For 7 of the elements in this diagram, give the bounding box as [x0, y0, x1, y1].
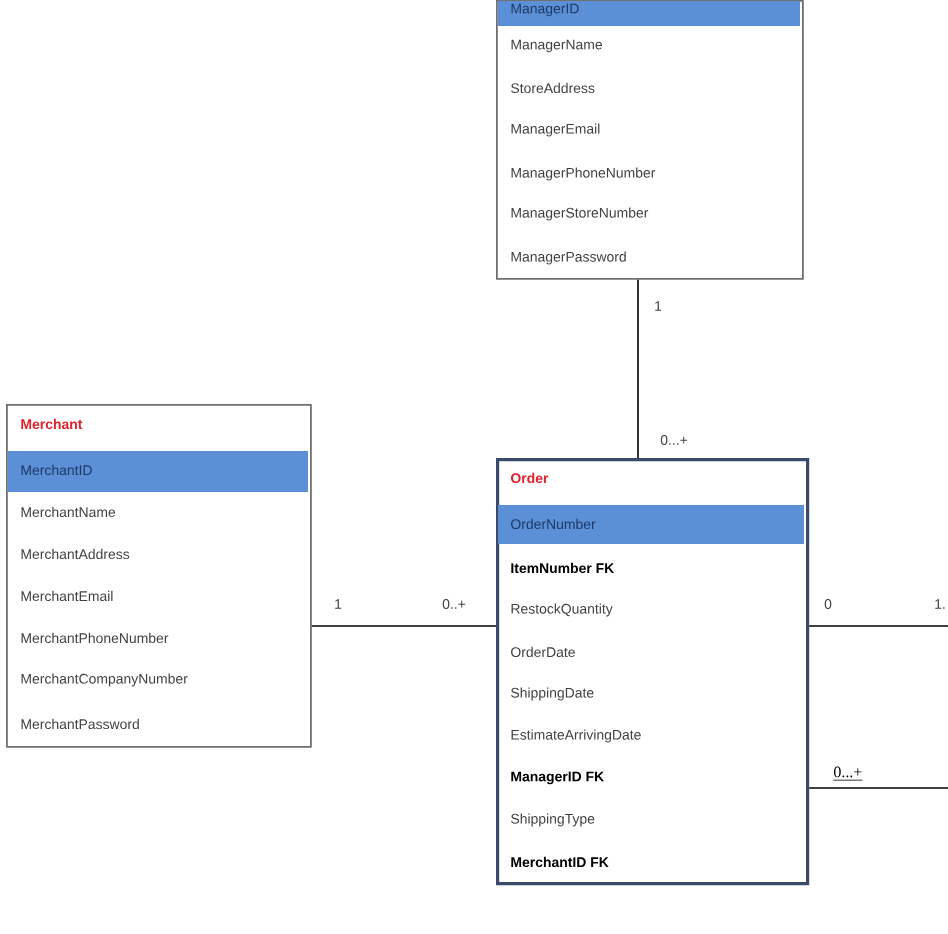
entity-table	[496, 0, 804, 280]
entity-table	[496, 457, 810, 886]
connector-line	[808, 787, 948, 789]
connector-line	[637, 278, 639, 459]
connector-line	[808, 625, 948, 627]
entity-table	[6, 403, 312, 748]
connector-line	[311, 625, 497, 627]
